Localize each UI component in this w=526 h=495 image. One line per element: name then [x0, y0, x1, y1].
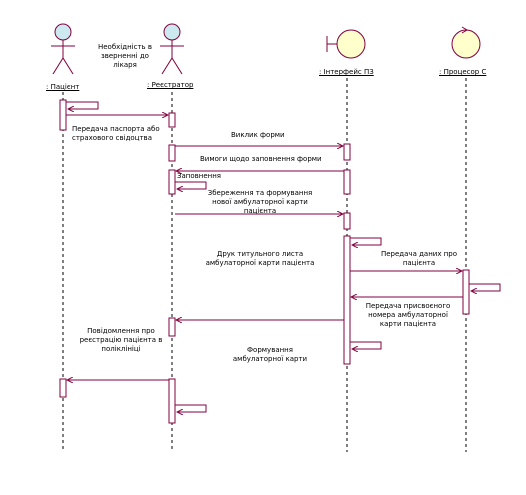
activation-patient-1	[59, 99, 67, 131]
activation-processor-1	[462, 269, 470, 315]
actor-note: Необхідність в зверненні до лікаря	[97, 43, 153, 69]
activation-registrar-2	[168, 144, 176, 162]
activation-interface-3	[343, 212, 351, 230]
msg-self-processor	[469, 283, 501, 291]
boundary-icon	[326, 29, 366, 59]
lifeline-label-processor: : Процесор С	[439, 68, 487, 76]
activation-interface-2	[343, 169, 351, 195]
label-number: Передача присвоєного номера амбулаторної…	[365, 302, 451, 328]
activation-interface-1	[343, 143, 351, 161]
label-print: Друк титульного листа амбулаторної карти…	[205, 250, 315, 267]
lifeline-label-patient: : Пацієнт	[46, 83, 80, 91]
activation-registrar-1	[168, 112, 176, 128]
registrar-actor-icon	[160, 23, 184, 75]
msg-self-registrar-end	[175, 404, 207, 412]
label-form-card: Формування амбулаторної карти	[232, 346, 308, 363]
label-requirements: Вимоги щодо заповнення форми	[200, 155, 322, 163]
msg-self-interface-1	[350, 237, 382, 245]
activation-patient-2	[59, 378, 67, 398]
label-send-data: Передача даних про пацієнта	[380, 250, 458, 267]
lifeline-label-registrar: : Реєстратор	[147, 81, 194, 89]
label-passport: Передача паспорта або страхового свідоцт…	[72, 125, 160, 142]
msg-self-fill	[175, 181, 207, 189]
label-notify: Повідомлення про реєстрацію пацієнта в п…	[79, 327, 163, 353]
label-save: Збереження та формування нової амбулатор…	[207, 189, 313, 215]
lifeline-label-interface: : Інтерфейс ПЗ	[319, 68, 374, 76]
patient-actor-icon	[51, 23, 75, 75]
label-call-form: Виклик форми	[231, 131, 285, 139]
control-icon	[451, 26, 481, 59]
activation-registrar-5	[168, 378, 176, 424]
msg-self-interface-2	[350, 341, 382, 349]
activation-registrar-4	[168, 317, 176, 337]
label-fill: Заповнення	[177, 172, 222, 180]
msg-self-patient	[66, 101, 99, 109]
activation-registrar-3	[168, 169, 176, 195]
activation-interface-4	[343, 235, 351, 365]
